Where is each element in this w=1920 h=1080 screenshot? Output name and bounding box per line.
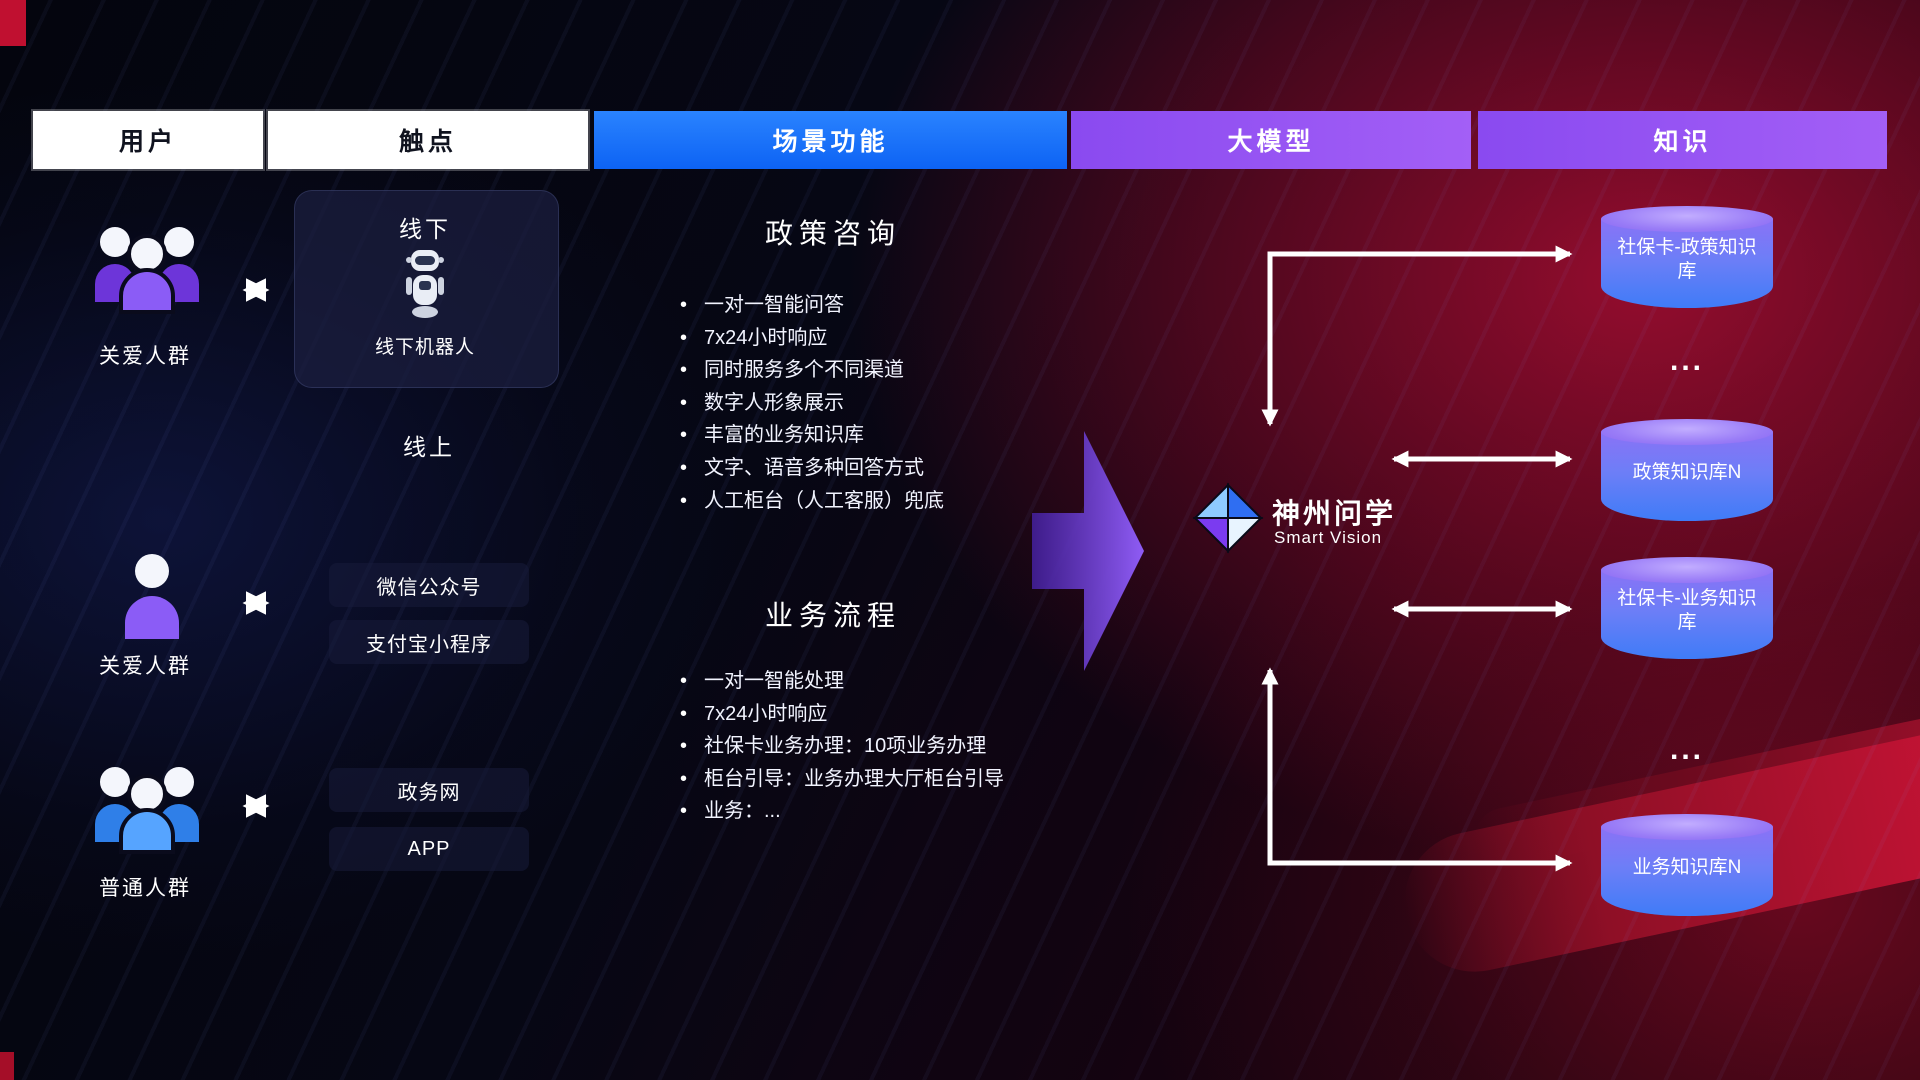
- bullet-icon: •: [680, 294, 688, 316]
- bullet-icon: •: [680, 702, 688, 725]
- scenario-business-title: 业务流程: [764, 600, 901, 631]
- flow-arrow-icon: [1032, 431, 1144, 671]
- cylinder-body: [1601, 827, 1773, 916]
- header-touchpoints-label: 触点: [398, 128, 457, 156]
- scenario-policy-list: •一对一智能问答 •7x24小时响应 •同时服务多个不同渠道 •数字人形象展示 …: [680, 289, 944, 517]
- user-person-purple-icon: [125, 554, 179, 639]
- cylinder-body: [1601, 219, 1773, 308]
- list-item: •柜台引导：业务办理大厅柜台引导: [680, 763, 1004, 796]
- model-name: 神州问学: [1272, 498, 1397, 529]
- list-item: •人工柜台（人工客服）兜底: [680, 485, 944, 518]
- cylinder-body: [1601, 570, 1773, 659]
- scenario-business-list: •一对一智能处理 •7x24小时响应 •社保卡业务办理：10项业务办理 •柜台引…: [680, 665, 1004, 828]
- kb-label: 政策知识库N: [1632, 462, 1742, 483]
- kb-ellipsis-1: ...: [1669, 344, 1704, 377]
- bullet-icon: •: [680, 391, 688, 414]
- bullet-icon: •: [680, 670, 688, 692]
- header-scenarios: 场景功能: [594, 111, 1067, 169]
- header-touchpoints: 触点: [268, 111, 588, 169]
- list-item: •一对一智能问答: [680, 289, 944, 322]
- list-item: •文字、语音多种回答方式: [680, 452, 944, 485]
- kb-cylinder-business-ss: 社保卡-业务知识库: [1601, 557, 1773, 659]
- user-group-blue-icon: [95, 767, 199, 854]
- channel-wechat: 微信公众号: [329, 563, 529, 607]
- kb-cylinder-policy-n: 政策知识库N: [1601, 419, 1773, 521]
- user-group-2-label: 普通人群: [99, 877, 191, 900]
- channel-gov-web-label: 政务网: [397, 781, 461, 804]
- scenario-policy-title: 政策咨询: [764, 218, 901, 249]
- corner-accent-top-left: [0, 0, 26, 46]
- channel-alipay: 支付宝小程序: [329, 620, 529, 664]
- cylinder-cap: [1601, 814, 1773, 840]
- cylinder-body: [1601, 432, 1773, 521]
- bullet-icon: •: [680, 489, 688, 512]
- header-knowledge: 知识: [1478, 111, 1887, 169]
- kb-cylinder-policy-ss: 社保卡-政策知识库: [1601, 206, 1773, 308]
- bullet-icon: •: [680, 800, 688, 823]
- list-item: •同时服务多个不同渠道: [680, 354, 944, 387]
- arrow-model-to-kb1-icon: [1261, 245, 1573, 427]
- list-item: •7x24小时响应: [680, 322, 944, 355]
- kb-cylinder-business-n: 业务知识库N: [1601, 814, 1773, 916]
- bullet-icon: •: [680, 424, 688, 447]
- channel-app: APP: [329, 827, 529, 871]
- kb-label: 社保卡-业务知识库: [1617, 588, 1757, 633]
- channel-gov-web: 政务网: [329, 768, 529, 812]
- cylinder-cap: [1601, 206, 1773, 232]
- model-subtitle: Smart Vision: [1274, 528, 1383, 547]
- list-item: •业务：...: [680, 795, 1004, 828]
- offline-robot-label: 线下机器人: [374, 337, 475, 358]
- list-item: •一对一智能处理: [680, 665, 1004, 698]
- cylinder-cap: [1601, 419, 1773, 445]
- bullet-icon: •: [680, 735, 688, 758]
- kb-label: 业务知识库N: [1632, 857, 1742, 878]
- model-logo-icon: [1192, 482, 1264, 554]
- bullet-icon: •: [680, 326, 688, 349]
- online-title: 线上: [403, 434, 455, 460]
- list-item: •数字人形象展示: [680, 387, 944, 420]
- header-model-label: 大模型: [1227, 128, 1315, 156]
- header-scenarios-label: 场景功能: [772, 128, 889, 156]
- channel-wechat-label: 微信公众号: [376, 576, 482, 599]
- header-users-label: 用户: [118, 128, 177, 156]
- user-group-1-label: 关爱人群: [99, 345, 191, 368]
- offline-title: 线下: [399, 216, 451, 242]
- channel-alipay-label: 支付宝小程序: [366, 633, 492, 656]
- list-item: •社保卡业务办理：10项业务办理: [680, 730, 1004, 763]
- kb-label: 社保卡-政策知识库: [1617, 237, 1757, 282]
- kb-ellipsis-2: ...: [1669, 733, 1704, 766]
- corner-accent-bottom-left: [0, 1052, 14, 1080]
- bullet-icon: •: [680, 359, 688, 382]
- channel-app-label: APP: [407, 837, 451, 860]
- bullet-icon: •: [680, 767, 688, 790]
- header-knowledge-label: 知识: [1653, 128, 1712, 156]
- header-model: 大模型: [1071, 111, 1471, 169]
- list-item: •7x24小时响应: [680, 698, 1004, 731]
- cylinder-cap: [1601, 557, 1773, 583]
- user-group-purple-icon: [95, 227, 199, 314]
- list-item: •丰富的业务知识库: [680, 419, 944, 452]
- bullet-icon: •: [680, 456, 688, 479]
- user-person-label: 关爱人群: [99, 655, 191, 678]
- robot-icon: [406, 250, 444, 318]
- header-users: 用户: [33, 111, 263, 169]
